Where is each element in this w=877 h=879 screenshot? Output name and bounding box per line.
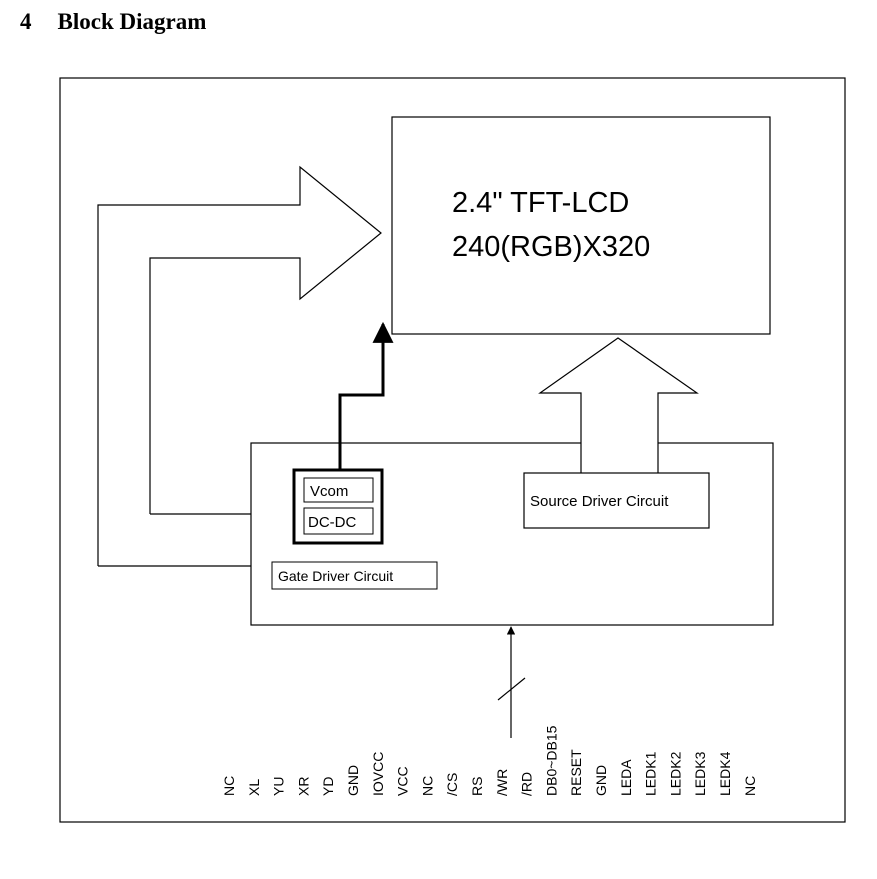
- pin-label: VCC: [395, 766, 411, 796]
- outer-frame: [59, 77, 846, 823]
- pin-label: IOVCC: [370, 752, 386, 796]
- source-driver-label: Source Driver Circuit: [530, 493, 669, 510]
- lcd-title-line2: 240(RGB)X320: [452, 231, 650, 263]
- pin-label: NC: [419, 776, 435, 796]
- pin-labels: NC XL YU XR YD GND IOVCC VCC NC/CS RS/WR/RD DB0~DB…: [221, 725, 758, 796]
- pin-label: DB0~DB15: [543, 725, 559, 796]
- pin-label: LEDK4: [717, 751, 733, 796]
- pin-label: LEDK1: [643, 751, 659, 796]
- pin-label: LEDK3: [692, 751, 708, 796]
- section-title: Block Diagram: [57, 9, 207, 34]
- pin-label: /WR: [494, 769, 510, 796]
- pin-label: RESET: [568, 749, 584, 796]
- source-driver-box: [523, 472, 710, 529]
- dcdc-box: [303, 507, 374, 535]
- source-signal-arrow: [538, 337, 699, 473]
- pin-label: /RD: [519, 772, 535, 796]
- pin-label: /CS: [444, 773, 460, 796]
- gate-signal-arrow: [97, 165, 382, 566]
- gate-driver-label: Gate Driver Circuit: [278, 568, 393, 584]
- vcom-feed-line: [338, 321, 394, 470]
- pin-label: RS: [469, 777, 485, 796]
- pin-label: LEDA: [618, 759, 634, 796]
- pin-label: YD: [320, 777, 336, 796]
- pin-label: NC: [221, 776, 237, 796]
- vcom-box: [303, 477, 374, 503]
- gate-driver-box: [271, 561, 438, 590]
- pin-label: XL: [246, 779, 262, 796]
- pin-label: LEDK2: [667, 751, 683, 796]
- pin-label: GND: [593, 765, 609, 796]
- lcd-title-line1: 2.4" TFT-LCD: [452, 187, 629, 219]
- bus-slash: [497, 677, 526, 701]
- pin-label: GND: [345, 765, 361, 796]
- dcdc-label: DC-DC: [308, 514, 356, 531]
- section-heading: 4 Block Diagram: [20, 4, 206, 40]
- pin-label: XR: [295, 777, 311, 796]
- section-number: 4: [20, 9, 32, 34]
- vcom-label: Vcom: [310, 483, 348, 500]
- pin-label: YU: [271, 777, 287, 796]
- lcd-panel: [391, 116, 771, 335]
- pin-label: NC: [742, 776, 758, 796]
